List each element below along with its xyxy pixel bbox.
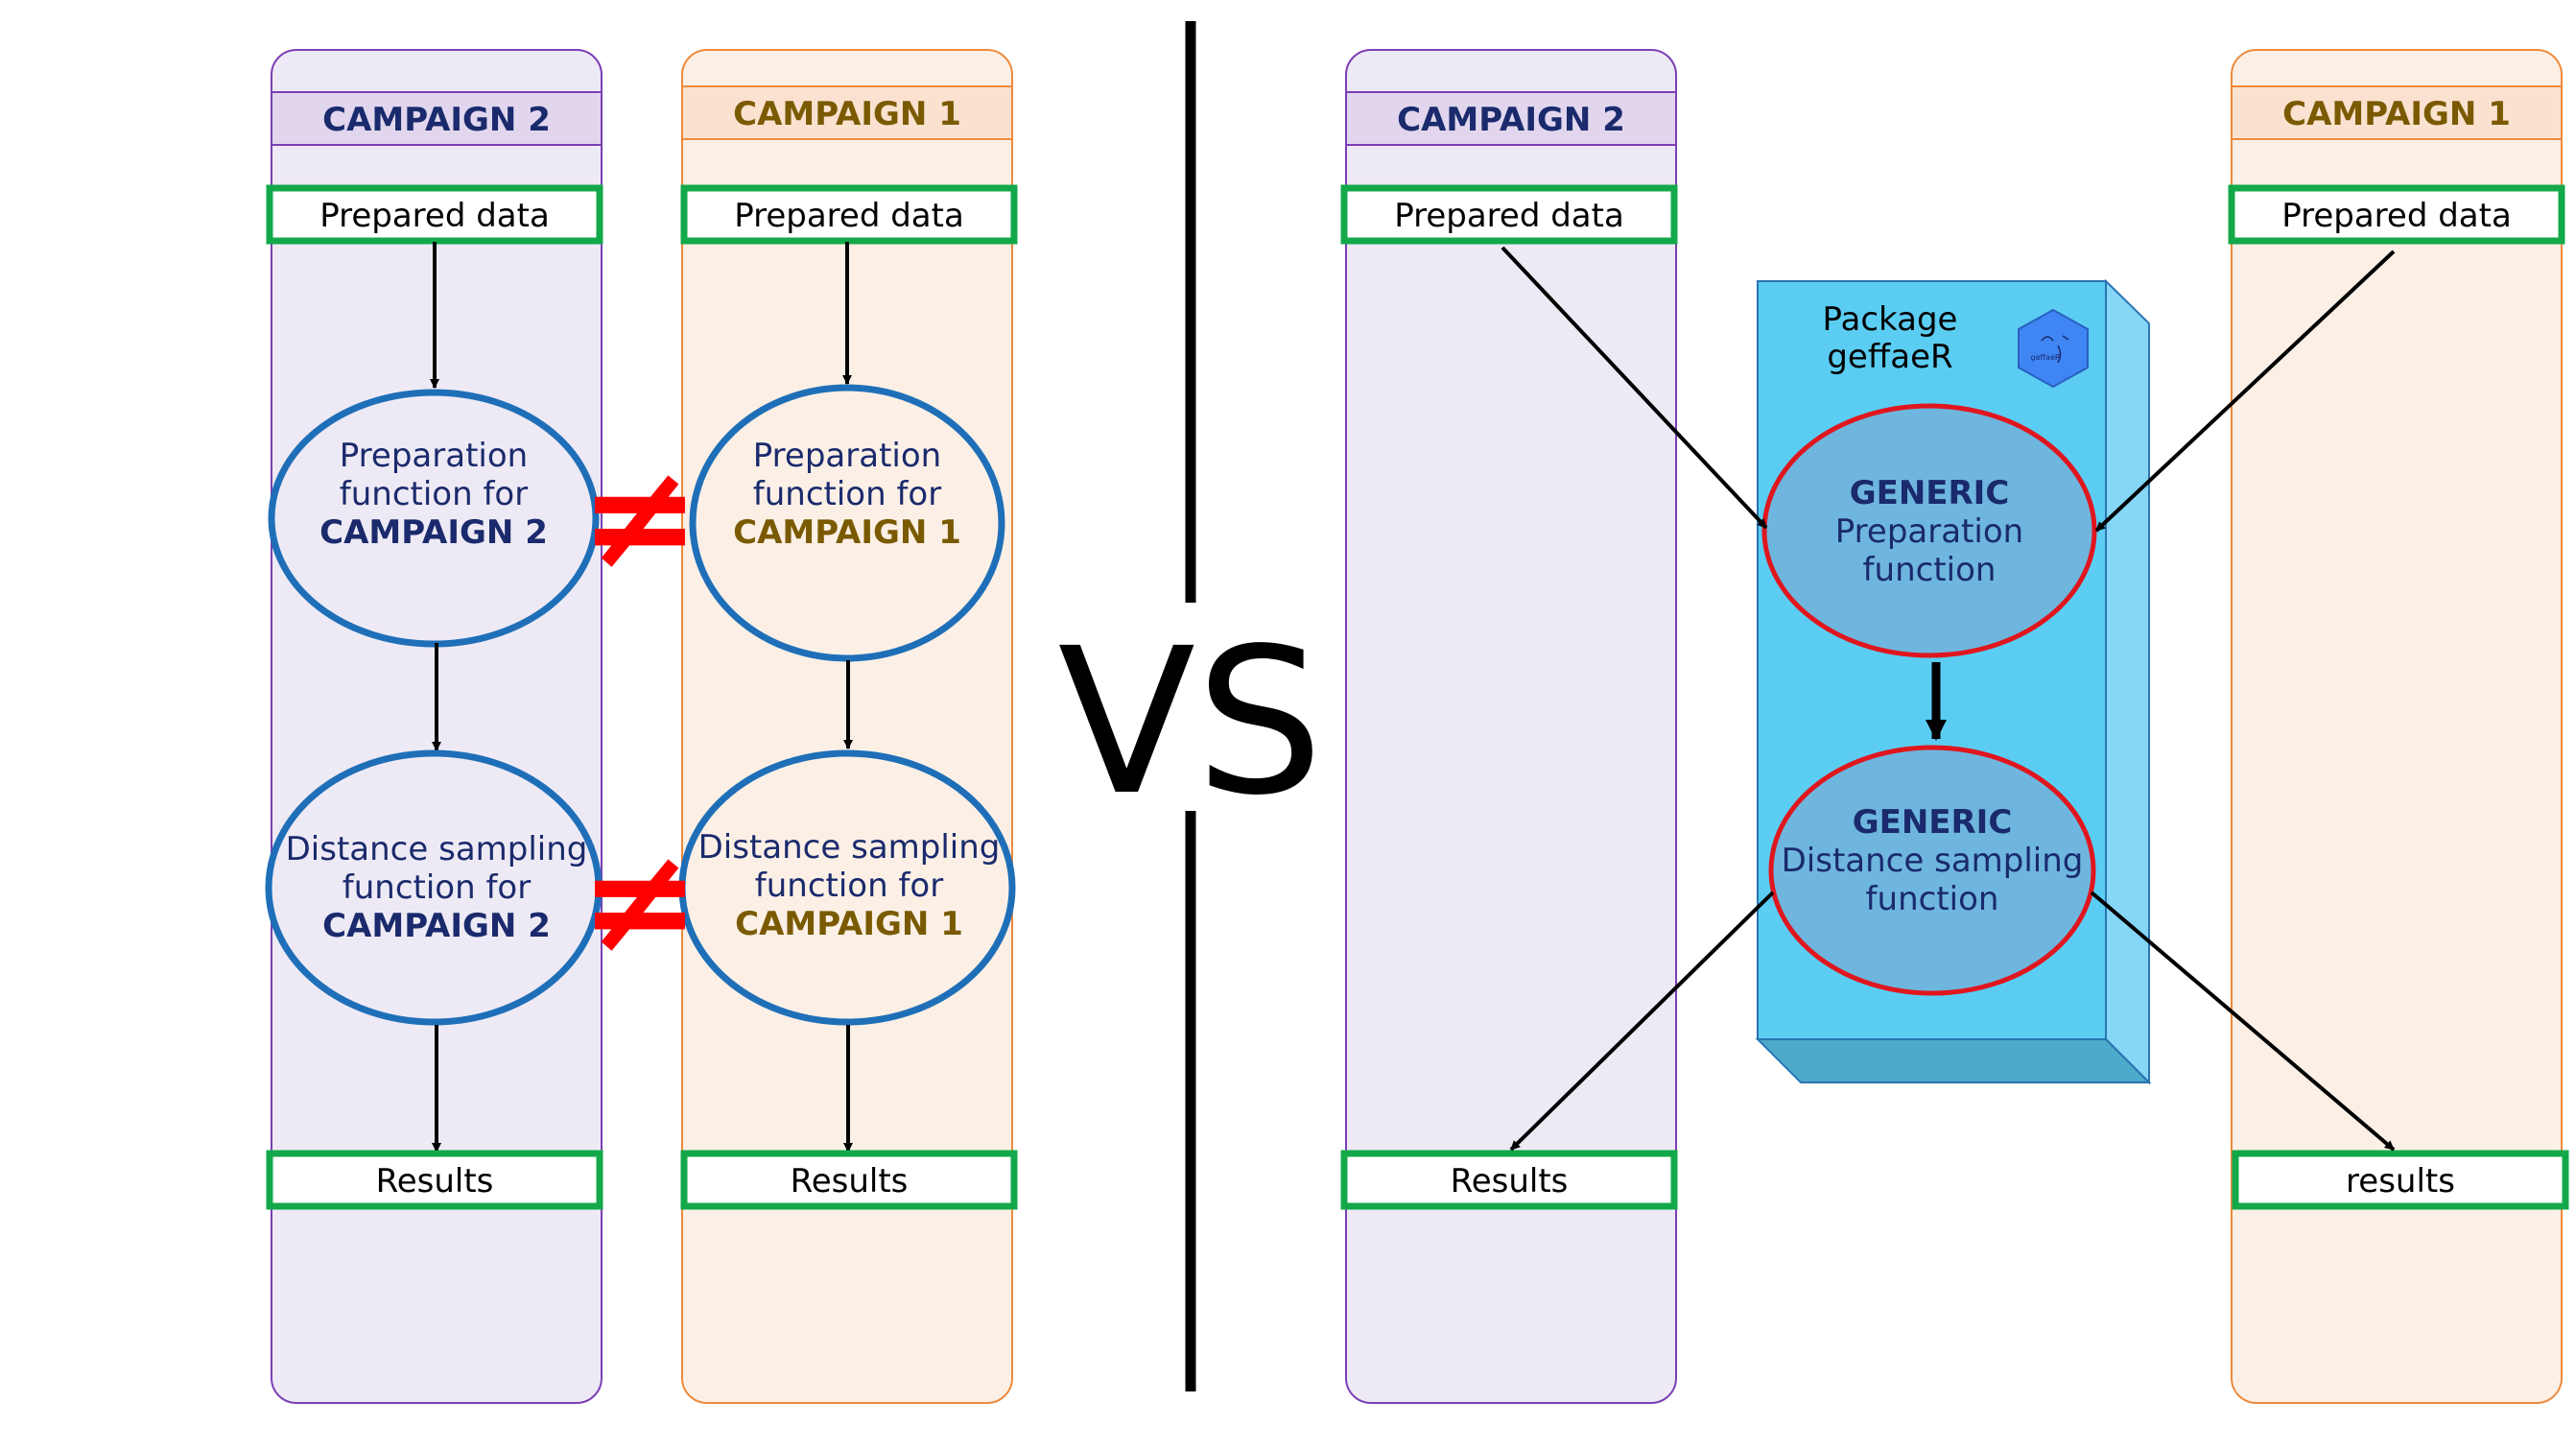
preparation-function-oval: Preparation function for CAMPAIGN 2 xyxy=(268,389,600,648)
oval-line: function for xyxy=(753,475,941,513)
arrow xyxy=(1501,246,1768,530)
package-box-bottom xyxy=(1755,1038,2152,1083)
oval-line-bold: CAMPAIGN 1 xyxy=(735,905,963,943)
prepared-data-box: Prepared data xyxy=(1340,184,1678,245)
oval-line: Distance sampling xyxy=(698,828,1001,867)
right-lane-campaign2: CAMPAIGN 2 Prepared data Results xyxy=(1340,49,1678,1404)
distance-sampling-function-oval: Distance sampling function for CAMPAIGN … xyxy=(678,749,1016,1026)
results-label: Results xyxy=(376,1162,494,1200)
oval-line: function for xyxy=(755,867,943,905)
prepared-data-box: Prepared data xyxy=(266,184,603,245)
prepared-data-label: Prepared data xyxy=(734,197,964,235)
oval-line: function xyxy=(1863,551,1997,589)
oval-line-bold: CAMPAIGN 2 xyxy=(322,907,551,945)
prepared-data-box: Prepared data xyxy=(680,184,1018,245)
generic-distance-sampling-function-oval: GENERIC Distance sampling function xyxy=(1768,745,2096,996)
prepared-data-box: Prepared data xyxy=(2228,184,2565,245)
oval-line: Preparation xyxy=(340,437,528,475)
oval-line-bold: GENERIC xyxy=(1853,803,2013,842)
results-box: Results xyxy=(1340,1150,1678,1210)
oval-line: Preparation xyxy=(1835,512,2023,551)
oval-line: Distance sampling xyxy=(1782,842,2084,880)
lane-title: CAMPAIGN 2 xyxy=(322,101,551,139)
package-box-side xyxy=(2105,278,2150,1085)
prepared-data-label: Prepared data xyxy=(2281,197,2512,235)
oval-line: Distance sampling xyxy=(286,830,588,868)
results-label: results xyxy=(2346,1162,2455,1200)
not-equal-symbol: ≠ xyxy=(579,434,700,601)
oval-line-bold: GENERIC xyxy=(1850,474,2010,512)
geffaer-logo-icon: geffaeR xyxy=(2018,308,2089,389)
arrow xyxy=(1509,891,1775,1152)
results-box: results xyxy=(2232,1150,2569,1210)
right-lane-campaign1: CAMPAIGN 1 Prepared data results xyxy=(2228,49,2569,1404)
vs-label: VS xyxy=(1058,605,1324,840)
generic-preparation-function-oval: GENERIC Preparation function xyxy=(1761,403,2097,658)
results-label: Results xyxy=(1451,1162,1569,1200)
arrow xyxy=(2090,891,2396,1152)
oval-line-bold: CAMPAIGN 2 xyxy=(319,513,548,552)
arrow xyxy=(2094,250,2396,533)
results-label: Results xyxy=(791,1162,909,1200)
package-label-line2: geffaeR xyxy=(1827,338,1952,376)
distance-sampling-function-oval: Distance sampling function for CAMPAIGN … xyxy=(265,749,603,1026)
oval-line-bold: CAMPAIGN 1 xyxy=(733,513,961,552)
prepared-data-label: Prepared data xyxy=(1394,197,1624,235)
left-lane-campaign2: CAMPAIGN 2 Prepared data Preparation fun… xyxy=(265,49,603,1404)
logo-text: geffaeR xyxy=(2031,353,2061,362)
results-box: Results xyxy=(680,1150,1018,1210)
left-lane-campaign1: CAMPAIGN 1 Prepared data Preparation fun… xyxy=(678,49,1018,1404)
oval-line: function xyxy=(1866,880,1999,918)
prepared-data-label: Prepared data xyxy=(319,197,550,235)
lane-title: CAMPAIGN 2 xyxy=(1397,101,1625,139)
lane-title: CAMPAIGN 1 xyxy=(2282,95,2511,133)
oval-line: function for xyxy=(343,868,531,907)
package-label-line1: Package xyxy=(1823,300,1958,339)
oval-line: function for xyxy=(340,475,528,513)
results-box: Results xyxy=(266,1150,603,1210)
not-equal-symbol: ≠ xyxy=(579,818,700,985)
lane-title: CAMPAIGN 1 xyxy=(733,95,961,133)
package-box: Package geffaeR geffaeR GENERIC Preparat… xyxy=(1755,278,2152,1085)
preparation-function-oval: Preparation function for CAMPAIGN 1 xyxy=(689,384,1005,662)
oval-line: Preparation xyxy=(753,437,941,475)
